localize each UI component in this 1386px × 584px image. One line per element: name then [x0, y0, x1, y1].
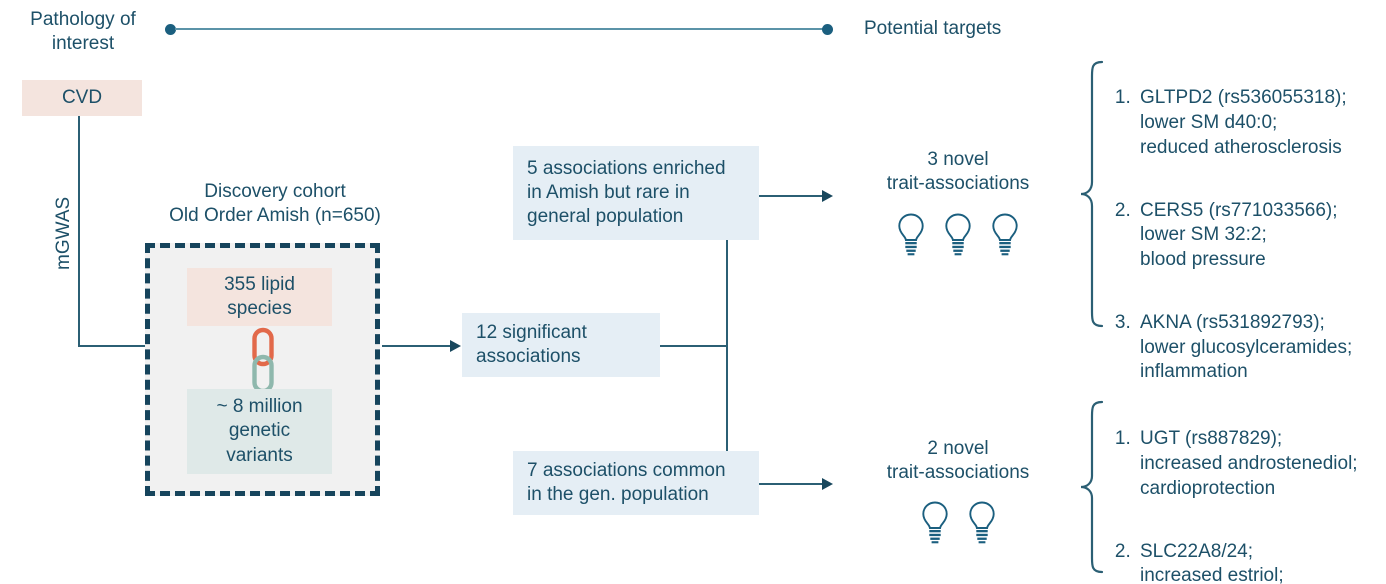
- lightbulb-icon: [896, 212, 926, 261]
- axis-dot-right: [822, 24, 833, 35]
- list-item: AKNA (rs531892793); lower glucosylcerami…: [1136, 311, 1386, 385]
- mgwas-label: mGWAS: [53, 196, 74, 270]
- pathology-box: CVD: [22, 80, 142, 116]
- cohort-caption: Discovery cohort Old Order Amish (n=650): [169, 181, 381, 227]
- genetic-variants-box: ~ 8 million genetic variants: [187, 389, 332, 474]
- list-item: CERS5 (rs771033566); lower SM 32:2; bloo…: [1136, 199, 1386, 273]
- common-to-outcome-arrowhead: [822, 478, 833, 490]
- split-horizontal-line: [660, 345, 728, 347]
- significant-associations-box: 12 significant associations: [462, 313, 660, 377]
- brace-top-icon: [1078, 58, 1104, 330]
- list-item: GLTPD2 (rs536055318); lower SM d40:0; re…: [1136, 86, 1386, 160]
- mgwas-connector-horizontal: [78, 345, 168, 347]
- lightbulb-icon: [990, 212, 1020, 261]
- cohort-to-significant-arrowhead: [450, 340, 461, 352]
- enriched-to-outcome-arrowhead: [822, 190, 833, 202]
- axis-line: [175, 28, 830, 30]
- split-vertical-trunk: [726, 240, 728, 452]
- chain-link-icon: [248, 327, 278, 395]
- lightbulb-icon: [967, 500, 997, 549]
- outcome-bottom-items: UGT (rs887829); increased androstenediol…: [1110, 403, 1386, 584]
- enriched-associations-box: 5 associations enriched in Amish but rar…: [513, 146, 759, 240]
- pathology-of-interest-label: Pathology of interest: [30, 9, 136, 55]
- cohort-to-significant-line: [382, 345, 452, 347]
- common-to-outcome-line: [759, 483, 824, 485]
- list-item: SLC22A8/24; increased estriol; cholecyst…: [1136, 540, 1386, 584]
- list-item: UGT (rs887829); increased androstenediol…: [1136, 427, 1386, 501]
- lipid-species-box: 355 lipid species: [187, 268, 332, 326]
- outcome-bottom-label: 2 novel trait-associations: [886, 438, 1030, 484]
- mgwas-connector-vertical: [78, 116, 80, 347]
- brace-bottom-icon: [1078, 398, 1104, 576]
- lightbulb-icon: [920, 500, 950, 549]
- outcome-bottom-bulbs: [858, 500, 1058, 549]
- outcome-top-label: 3 novel trait-associations: [886, 149, 1030, 195]
- common-associations-box: 7 associations common in the gen. popula…: [513, 451, 759, 515]
- outcome-top-items: GLTPD2 (rs536055318); lower SM d40:0; re…: [1110, 62, 1386, 409]
- lightbulb-icon: [943, 212, 973, 261]
- outcome-top-bulbs: [858, 212, 1058, 261]
- potential-targets-label: Potential targets: [864, 18, 1002, 39]
- axis-dot-left: [165, 24, 176, 35]
- enriched-to-outcome-line: [759, 195, 824, 197]
